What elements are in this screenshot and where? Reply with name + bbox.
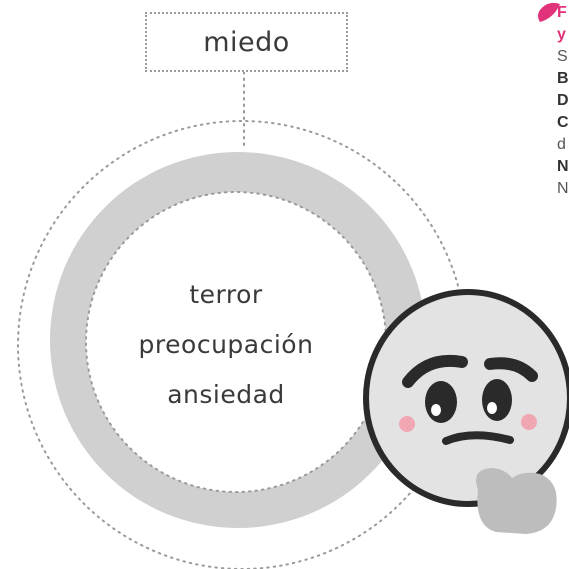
side-line: C bbox=[557, 114, 569, 131]
outer-label: miedo bbox=[203, 26, 290, 58]
inner-item: preocupación bbox=[138, 330, 314, 359]
inner-word-list: terror preocupación ansiedad bbox=[112, 270, 340, 420]
outer-label-box: miedo bbox=[145, 12, 348, 72]
side-line: N bbox=[557, 180, 569, 197]
inner-item: ansiedad bbox=[167, 380, 285, 409]
side-line: D bbox=[557, 92, 569, 109]
side-panel-text: F y S B D C d N N bbox=[557, 2, 569, 200]
side-line: B bbox=[557, 70, 569, 87]
side-line: N bbox=[557, 158, 569, 175]
worried-face-icon bbox=[363, 289, 569, 534]
inner-circle bbox=[86, 192, 386, 492]
side-line: S bbox=[557, 48, 568, 65]
side-line: y bbox=[557, 26, 566, 43]
inner-item: terror bbox=[189, 280, 263, 309]
side-line: d bbox=[557, 136, 566, 153]
pink-leaf-icon bbox=[538, 2, 560, 22]
side-line: F bbox=[557, 4, 567, 21]
